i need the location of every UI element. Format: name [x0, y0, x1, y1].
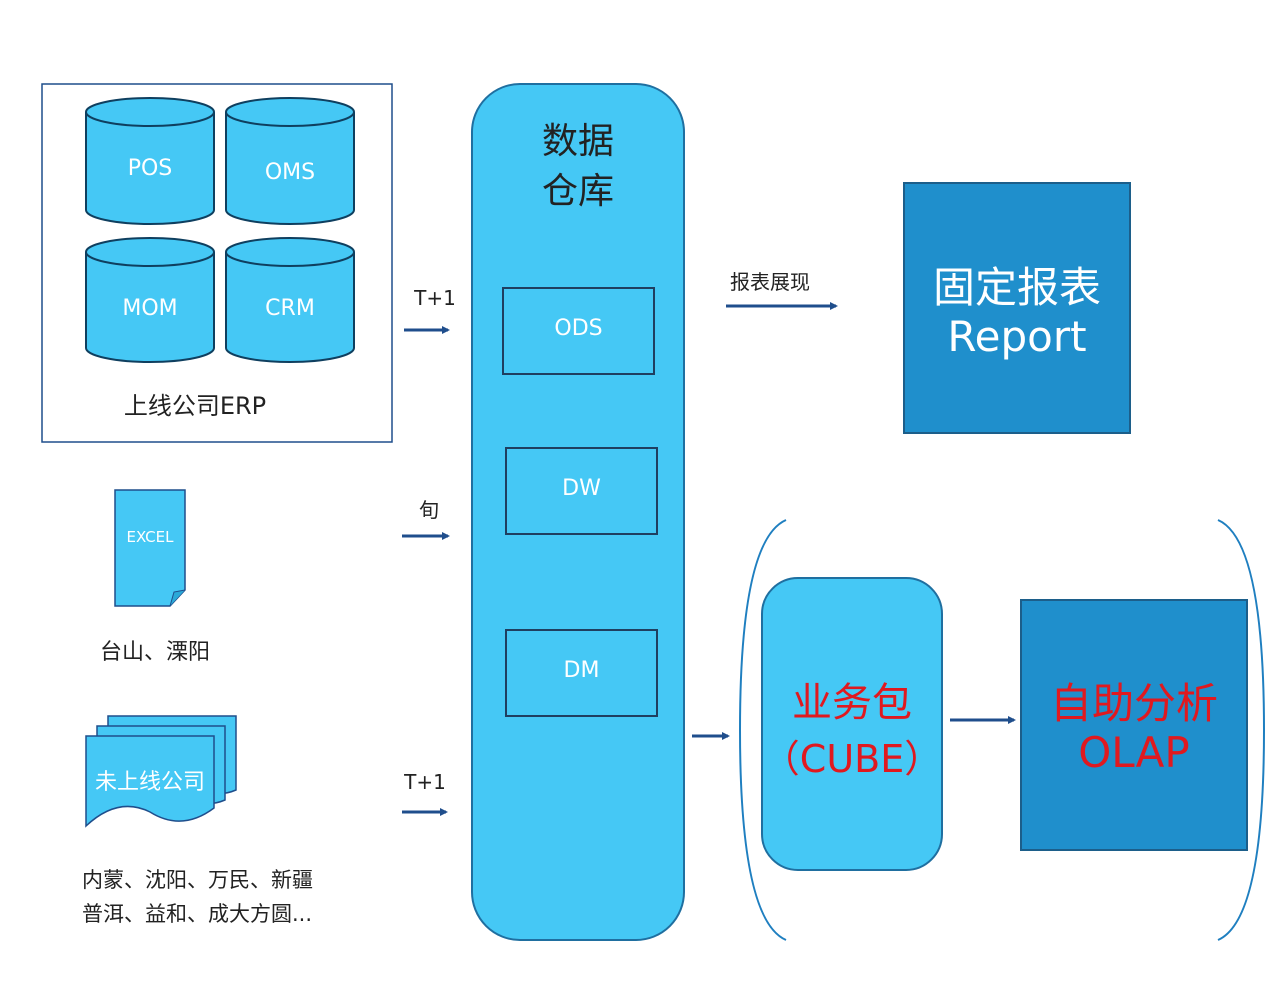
dm-layer [505, 629, 658, 717]
excel-frequency-label: 旬 [419, 498, 439, 522]
dw-label: DW [562, 476, 601, 501]
erp-caption: 上线公司ERP [123, 392, 267, 420]
db-label-oms: OMS [264, 160, 316, 185]
multi-document-icon [85, 715, 237, 828]
report-arrow-label: 报表展现 [730, 270, 810, 294]
ods-label: ODS [554, 316, 603, 341]
cube-title-line1: 业务包 [792, 680, 912, 726]
analysis-bracket-right [1217, 519, 1266, 941]
analysis-bracket-left [738, 519, 787, 941]
olap-title-line1: 自助分析 [1049, 679, 1218, 728]
erp-container [41, 83, 393, 443]
report-box [903, 182, 1131, 434]
olap-title-line2: OLAP [1078, 728, 1190, 777]
database-mom [85, 237, 215, 363]
excel-doc-label: EXCEL [126, 528, 174, 546]
unlisted-caption-line2: 普洱、益和、成大方圆... [82, 902, 313, 926]
database-oms [225, 97, 355, 225]
dm-label: DM [563, 658, 600, 683]
excel-document-icon [114, 489, 186, 607]
unlisted-caption-line1: 内蒙、沈阳、万民、新疆 [82, 868, 313, 892]
ods-layer [502, 287, 655, 375]
unlisted-doc-label: 未上线公司 [94, 770, 205, 795]
database-crm [225, 237, 355, 363]
db-label-crm: CRM [265, 296, 315, 321]
cube-title-line2: （CUBE） [761, 737, 943, 781]
cube-box [761, 577, 943, 871]
warehouse-title-line1: 数据 [541, 121, 614, 162]
db-label-pos: POS [127, 156, 173, 181]
db-label-mom: MOM [122, 296, 178, 321]
warehouse-title-line2: 仓库 [541, 171, 614, 212]
report-title-line2: Report [947, 312, 1087, 361]
database-pos [85, 97, 215, 225]
dw-layer [505, 447, 658, 535]
excel-caption: 台山、溧阳 [99, 640, 210, 665]
unlisted-frequency-label: T+1 [404, 770, 446, 794]
olap-box [1020, 599, 1248, 851]
report-title-line1: 固定报表 [932, 263, 1101, 312]
erp-frequency-label: T+1 [414, 286, 456, 310]
